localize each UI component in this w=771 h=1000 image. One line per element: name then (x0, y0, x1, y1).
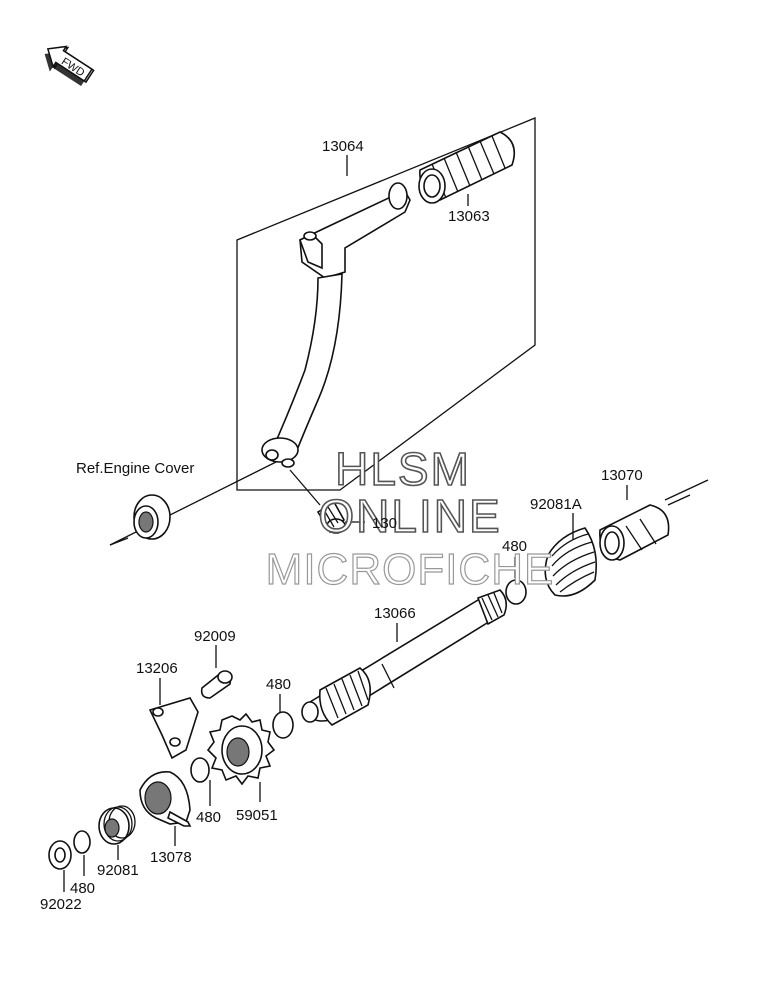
kick-pedal-rubber (418, 131, 516, 204)
kick-gear (206, 712, 276, 786)
stopper-plate (148, 697, 199, 760)
circlip-480-bottom (73, 830, 91, 854)
label-480-bottom: 480 (70, 880, 95, 897)
spring-92081a (544, 527, 598, 597)
watermark-line3: MICROFICHE (266, 545, 555, 594)
oil-seal (133, 494, 171, 540)
label-480-mid: 480 (266, 676, 291, 693)
circlip-480-top (505, 579, 527, 605)
label-13064: 13064 (322, 138, 364, 155)
label-130: 130 (372, 515, 397, 532)
bolt-130 (289, 469, 346, 534)
circlip-480-gear (190, 757, 210, 783)
washer-92022 (48, 840, 72, 870)
label-59051: 59051 (236, 807, 278, 824)
circlip-480-mid (272, 711, 294, 739)
guide-13070 (599, 504, 670, 561)
label-13066: 13066 (374, 605, 416, 622)
kick-pedal-arm (261, 182, 411, 468)
watermark-line1: HLSM (335, 443, 471, 495)
fwd-arrow-icon: FWD (44, 45, 95, 86)
label-13206: 13206 (136, 660, 178, 677)
label-13078: 13078 (150, 849, 192, 866)
label-92081: 92081 (97, 862, 139, 879)
label-480-gear: 480 (196, 809, 221, 826)
label-13070: 13070 (601, 467, 643, 484)
ratchet-13078 (139, 771, 192, 827)
label-92081a: 92081A (530, 496, 582, 513)
label-ref-engine-cover: Ref.Engine Cover (76, 460, 194, 477)
label-92022: 92022 (40, 896, 82, 913)
spring-92081 (98, 805, 136, 845)
bolt-92009 (200, 670, 233, 699)
label-92009: 92009 (194, 628, 236, 645)
label-480-top: 480 (502, 538, 527, 555)
watermark-line2: ONLINE (318, 490, 501, 542)
label-13063: 13063 (448, 208, 490, 225)
kick-shaft (301, 589, 508, 726)
